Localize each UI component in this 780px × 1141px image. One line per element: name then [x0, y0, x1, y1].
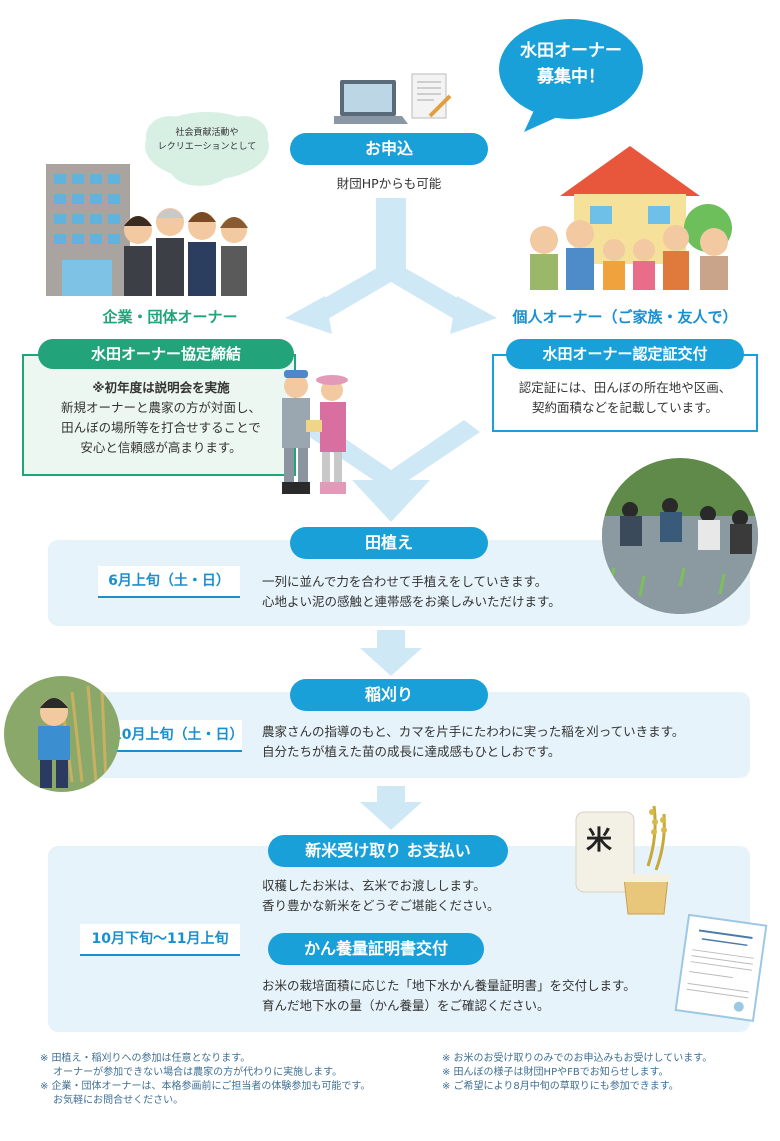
- certificate-illustration: [674, 914, 768, 1022]
- arrow-left-head: [285, 296, 332, 334]
- harvest-line-2: 自分たちが植えた苗の成長に達成感もひとしおです。: [262, 744, 561, 759]
- farmers-illustration: [282, 370, 348, 494]
- personal-title: 個人オーナー（ご家族・友人で）: [512, 308, 738, 326]
- corporate-agreement-pill: 水田オーナー協定締結: [38, 339, 294, 369]
- planting-pill: 田植え: [290, 527, 488, 559]
- rice-pill: 新米受け取り お支払い: [268, 835, 508, 867]
- corporate-line-1: 新規オーナーと農家の方が対面し、: [60, 400, 261, 415]
- cloud-line-1: 社会貢献活動や: [175, 128, 239, 138]
- arrow-right-head: [450, 296, 497, 334]
- arrow-head-2: [360, 648, 422, 676]
- note-right-3: ※ ご希望により8月中旬の草取りにも参加できます。: [442, 1081, 679, 1092]
- cert-line-2: 育んだ地下水の量（かん養量）をご確認ください。: [262, 998, 550, 1013]
- note-right-2: ※ 田んぼの様子は財団HPやFBでお知らせします。: [442, 1067, 669, 1078]
- apply-pill: お申込: [290, 133, 488, 165]
- note-right-1: ※ お米のお受け取りのみでのお申込みもお受けしています。: [442, 1053, 713, 1064]
- corporate-title: 企業・団体オーナー: [102, 308, 238, 326]
- harvest-line-1: 農家さんの指導のもと、カマを片手にたわわに実った稲を刈っていきます。: [262, 724, 685, 739]
- apply-sub: 財団HPからも可能: [336, 176, 442, 191]
- recruit-bubble-shape: [499, 19, 643, 132]
- arrow-stem-top: [376, 198, 406, 268]
- notes-right: ※ お米のお受け取りのみでのお申込みもお受けしています。 ※ 田んぼの様子は財団…: [442, 1052, 772, 1094]
- harvest-date: 10月上旬（土・日）: [112, 720, 243, 752]
- laptop-document-icon: [334, 73, 452, 124]
- bubble-line-1: 水田オーナー: [520, 41, 622, 61]
- arrow-merge-right: [391, 420, 480, 492]
- rice-bag-illustration: [575, 805, 670, 915]
- family-illustration: [530, 146, 732, 290]
- corporate-illustration: [46, 164, 248, 296]
- note-left-2: オーナーが参加できない場合は農家の方が代わりに実施します。: [40, 1067, 343, 1078]
- planting-date: 6月上旬（土・日）: [98, 566, 240, 598]
- personal-cert-pill: 水田オーナー認定証交付: [506, 339, 744, 369]
- rice-date: 10月下旬〜11月上旬: [80, 924, 240, 956]
- planting-line-1: 一列に並んで力を合わせて手植えをしていきます。: [262, 574, 548, 589]
- bubble-line-2: 募集中！: [537, 67, 605, 87]
- rice-line-1: 収穫したお米は、玄米でお渡しします。: [262, 878, 486, 893]
- planting-line-2: 心地よい泥の感触と連帯感をお楽しみいただけます。: [262, 594, 561, 609]
- cert-pill: かん養量証明書交付: [268, 933, 484, 965]
- arrow-head-3: [360, 802, 422, 830]
- harvest-photo: [4, 676, 120, 792]
- personal-line-2: 契約面積などを記載しています。: [532, 400, 718, 415]
- personal-line-1: 認定証には、田んぼの所在地や区画、: [518, 380, 732, 395]
- note-left-1: ※ 田植え・稲刈りへの参加は任意となります。: [40, 1053, 251, 1064]
- notes-left: ※ 田植え・稲刈りへの参加は任意となります。 オーナーが参加できない場合は農家の…: [40, 1052, 430, 1108]
- cert-line-1: お米の栽培面積に応じた「地下水かん養量証明書」を交付します。: [262, 978, 636, 993]
- arrow-merge-head: [352, 480, 430, 522]
- cloud-text: 社会貢献活動や レクリエーションとして: [148, 126, 266, 154]
- arrow-stem-3: [377, 786, 405, 804]
- corporate-line-2: 田んぼの場所等を打合せすることで: [61, 420, 261, 435]
- harvest-pill: 稲刈り: [290, 679, 488, 711]
- planting-photo: [602, 458, 758, 614]
- rice-bag-char: 米: [585, 826, 612, 856]
- cloud-shape: [145, 112, 269, 186]
- arrow-stem-2: [377, 630, 405, 650]
- note-left-3: ※ 企業・団体オーナーは、本格参画前にご担当者の体験参加も可能です。: [40, 1081, 371, 1092]
- corporate-line-3: 安心と信頼感が高まります。: [80, 440, 242, 455]
- corporate-note: ※初年度は説明会を実施: [92, 380, 230, 395]
- note-left-4: お気軽にお問合せください。: [40, 1095, 184, 1106]
- recruit-bubble: 水田オーナー 募集中！: [506, 38, 636, 90]
- cloud-line-2: レクリエーションとして: [157, 142, 257, 152]
- rice-line-2: 香り豊かな新米をどうぞご堪能ください。: [262, 898, 500, 913]
